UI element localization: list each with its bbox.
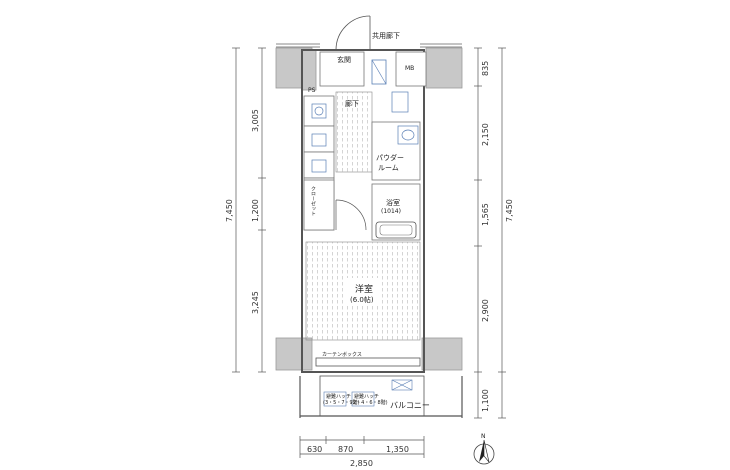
north-label: N bbox=[481, 433, 486, 440]
room-door bbox=[335, 199, 367, 231]
left-dim-1: 3,005 bbox=[251, 109, 260, 132]
entrance-label: 玄関 bbox=[337, 55, 351, 64]
hallway-floor bbox=[335, 91, 373, 173]
entrance-door bbox=[335, 15, 371, 51]
closet-label: クローゼット bbox=[310, 186, 316, 216]
unit-walls bbox=[301, 49, 425, 373]
evac-hatch-2b: (2・4・6・8階) bbox=[351, 399, 388, 406]
bottom-dim-3: 1,350 bbox=[386, 445, 409, 454]
bathroom-size: (1014) bbox=[381, 208, 401, 215]
mb-room bbox=[395, 51, 427, 87]
corridor-label: 共用廊下 bbox=[372, 31, 400, 40]
ps-label: PS bbox=[308, 87, 316, 94]
powder-room-label-1: パウダー bbox=[376, 153, 404, 162]
left-dim-2: 1,200 bbox=[251, 199, 260, 222]
balcony-label: バルコニー bbox=[390, 401, 430, 410]
right-dim-1: 835 bbox=[481, 61, 490, 76]
right-balcony-dim: 1,100 bbox=[481, 389, 490, 412]
western-room-size: (6.0帖) bbox=[350, 295, 374, 304]
left-total-dim: 7,450 bbox=[225, 199, 234, 222]
lower-wall-blocks bbox=[275, 337, 463, 371]
evac-hatch-2a: 避難ハッチ bbox=[354, 393, 379, 400]
left-dimension-lines bbox=[232, 47, 266, 373]
evac-hatch-1b: (3・5・7・9階) bbox=[323, 399, 360, 406]
curtain-box-label: カーテンボックス bbox=[322, 351, 362, 358]
right-dimension-lines bbox=[474, 47, 506, 419]
right-dim-3: 1,565 bbox=[481, 203, 490, 226]
left-dim-3: 3,245 bbox=[251, 291, 260, 314]
mb-label: MB bbox=[405, 65, 414, 72]
right-dim-2: 2,150 bbox=[481, 123, 490, 146]
closet bbox=[303, 179, 335, 231]
evac-hatch-1a: 避難ハッチ bbox=[326, 393, 351, 400]
bottom-dim-1: 630 bbox=[307, 445, 322, 454]
right-total-dim: 7,450 bbox=[505, 199, 514, 222]
bottom-dimension-lines bbox=[299, 436, 425, 458]
bathroom-label: 浴室 bbox=[386, 198, 400, 207]
bathtub bbox=[375, 221, 417, 239]
bottom-dim-2: 870 bbox=[338, 445, 353, 454]
upper-wall-blocks bbox=[275, 47, 463, 91]
entrance-floor bbox=[319, 51, 365, 87]
hallway-label: 廊下 bbox=[345, 99, 359, 108]
western-room-label: 洋室 bbox=[355, 283, 373, 295]
window-sash bbox=[315, 357, 421, 367]
north-arrow-icon bbox=[473, 439, 495, 465]
bottom-total-dim: 2,850 bbox=[350, 459, 373, 468]
right-dim-4: 2,900 bbox=[481, 299, 490, 322]
powder-room-label-2: ルーム bbox=[378, 164, 399, 172]
